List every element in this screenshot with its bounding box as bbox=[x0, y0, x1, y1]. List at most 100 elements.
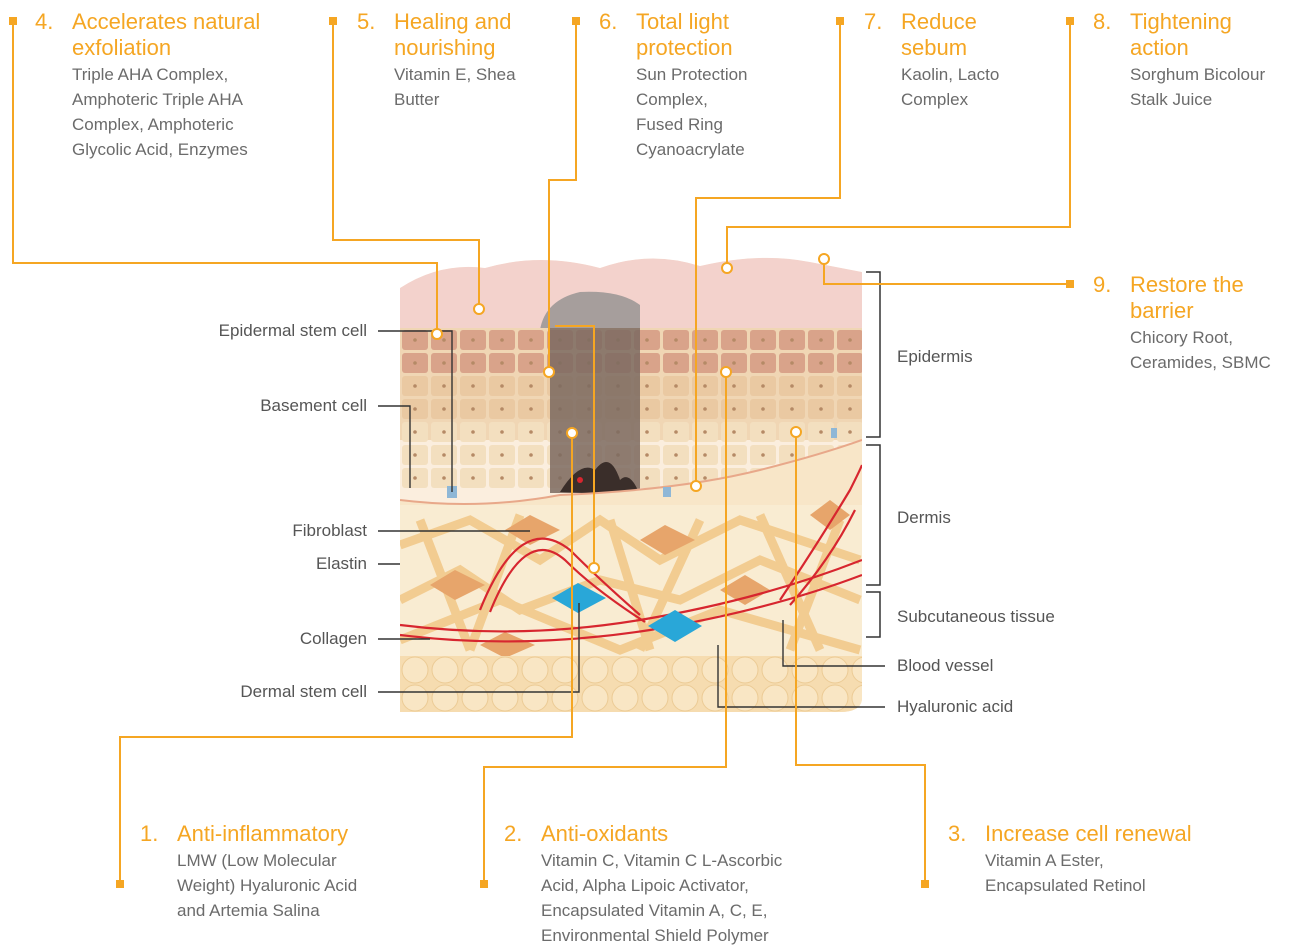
collagen-fiber bbox=[400, 514, 862, 566]
callout-desc-line: Vitamin A Ester, bbox=[985, 851, 1104, 870]
cell-nucleus bbox=[790, 407, 794, 411]
cell-nucleus bbox=[529, 407, 533, 411]
label-basement-cell: Basement cell bbox=[260, 396, 367, 415]
cell-nucleus bbox=[674, 453, 678, 457]
cell-nucleus bbox=[674, 338, 678, 342]
callout-dot bbox=[543, 366, 555, 378]
label-epidermis: Epidermis bbox=[897, 347, 973, 366]
callout-desc-line: Vitamin E, Shea bbox=[394, 65, 516, 84]
cell-nucleus bbox=[529, 384, 533, 388]
callout-title: Healing and bbox=[394, 9, 512, 34]
callout-anti-inflammatory: 1.Anti-inflammatory LMW (Low Molecular W… bbox=[140, 821, 357, 923]
cell-nucleus bbox=[529, 338, 533, 342]
cell-nucleus bbox=[500, 338, 504, 342]
callout-number: 9. bbox=[1093, 272, 1112, 297]
cell-nucleus bbox=[645, 384, 649, 388]
callout-desc-line: Sorghum Bicolour bbox=[1130, 65, 1266, 84]
cell-nucleus bbox=[413, 407, 417, 411]
callout-desc-line: Acid, Alpha Lipoic Activator, bbox=[541, 876, 749, 895]
cell-nucleus bbox=[732, 361, 736, 365]
cell-nucleus bbox=[442, 453, 446, 457]
cell-nucleus bbox=[819, 407, 823, 411]
cell-nucleus bbox=[848, 407, 852, 411]
cell-nucleus bbox=[761, 407, 765, 411]
fibroblast-cell bbox=[505, 515, 560, 545]
callout-sebum: 7.Reduce sebum Kaolin, Lacto Complex bbox=[864, 9, 999, 112]
callout-number: 4. bbox=[35, 9, 54, 34]
right-leader-lines bbox=[717, 620, 885, 708]
cell-nucleus bbox=[790, 384, 794, 388]
cell-nucleus bbox=[790, 338, 794, 342]
callout-desc-line: Amphoteric Triple AHA bbox=[72, 90, 244, 109]
callout-lines bbox=[12, 22, 1071, 884]
cell-nucleus bbox=[500, 476, 504, 480]
cell-nucleus bbox=[703, 361, 707, 365]
callout-desc-line: Kaolin, Lacto bbox=[901, 65, 1000, 84]
callout-marker bbox=[1066, 280, 1074, 288]
callout-dot bbox=[690, 480, 702, 492]
callout-marker bbox=[921, 880, 929, 888]
cell-nucleus bbox=[732, 338, 736, 342]
callout-desc-line: Ceramides, SBMC bbox=[1130, 353, 1271, 372]
cell-nucleus bbox=[761, 384, 765, 388]
callout-number: 2. bbox=[504, 821, 523, 846]
cell-nucleus bbox=[645, 453, 649, 457]
cell-nucleus bbox=[645, 338, 649, 342]
collagen-fiber bbox=[400, 595, 862, 655]
cell-nucleus bbox=[674, 407, 678, 411]
cell-nucleus bbox=[500, 407, 504, 411]
cell-nucleus bbox=[674, 384, 678, 388]
cell-nucleus bbox=[413, 338, 417, 342]
callout-number: 3. bbox=[948, 821, 967, 846]
cell-nucleus bbox=[471, 361, 475, 365]
cell-nucleus bbox=[819, 338, 823, 342]
callout-title: Anti-inflammatory bbox=[177, 821, 349, 846]
cell-nucleus bbox=[413, 476, 417, 480]
cell-nucleus bbox=[645, 430, 649, 434]
callout-desc-line: Glycolic Acid, Enzymes bbox=[72, 140, 248, 159]
skin-block bbox=[400, 257, 862, 712]
callout-title-cont: sebum bbox=[901, 35, 968, 60]
fibroblast-cell bbox=[640, 525, 695, 555]
callout-title-cont: protection bbox=[636, 35, 733, 60]
callout-title-cont: exfoliation bbox=[72, 35, 172, 60]
cell-nucleus bbox=[703, 453, 707, 457]
cell-nucleus bbox=[413, 384, 417, 388]
cell-nucleus bbox=[645, 476, 649, 480]
callout-desc-line: Weight) Hyaluronic Acid bbox=[177, 876, 358, 895]
cell-nucleus bbox=[471, 338, 475, 342]
cell-nucleus bbox=[471, 453, 475, 457]
callout-dot bbox=[431, 328, 443, 340]
collagen-fiber bbox=[755, 513, 825, 652]
callout-title: Total light bbox=[636, 9, 729, 34]
cell-nucleus bbox=[848, 361, 852, 365]
cell-nucleus bbox=[413, 361, 417, 365]
callout-dot bbox=[473, 303, 485, 315]
callout-desc-line: Encapsulated Vitamin A, C, E, bbox=[541, 901, 768, 920]
label-fibroblast: Fibroblast bbox=[292, 521, 367, 540]
callout-desc-line: and Artemia Salina bbox=[177, 901, 320, 920]
cell-nucleus bbox=[674, 476, 678, 480]
cell-nucleus bbox=[732, 384, 736, 388]
cell-nucleus bbox=[442, 476, 446, 480]
callout-number: 7. bbox=[864, 9, 883, 34]
melanocyte-icon bbox=[560, 462, 640, 495]
cell-nucleus bbox=[819, 430, 823, 434]
cell-nucleus bbox=[442, 361, 446, 365]
label-collagen: Collagen bbox=[299, 629, 367, 648]
cell-nucleus bbox=[703, 476, 707, 480]
callout-dot bbox=[818, 253, 830, 265]
callout-desc-line: Sun Protection bbox=[636, 65, 748, 84]
callout-barrier: 9.Restore the barrier Chicory Root, Cera… bbox=[1093, 272, 1271, 375]
callout-desc-line: Complex bbox=[901, 90, 969, 109]
callout-marker bbox=[480, 880, 488, 888]
cell-nucleus bbox=[703, 338, 707, 342]
cell-nucleus bbox=[442, 430, 446, 434]
callout-desc-line: Triple AHA Complex, bbox=[72, 65, 229, 84]
callout-desc-line: Stalk Juice bbox=[1130, 90, 1213, 109]
callout-dot bbox=[588, 562, 600, 574]
cell-nucleus bbox=[500, 453, 504, 457]
callout-marker bbox=[329, 17, 337, 25]
callout-dot bbox=[566, 427, 578, 439]
